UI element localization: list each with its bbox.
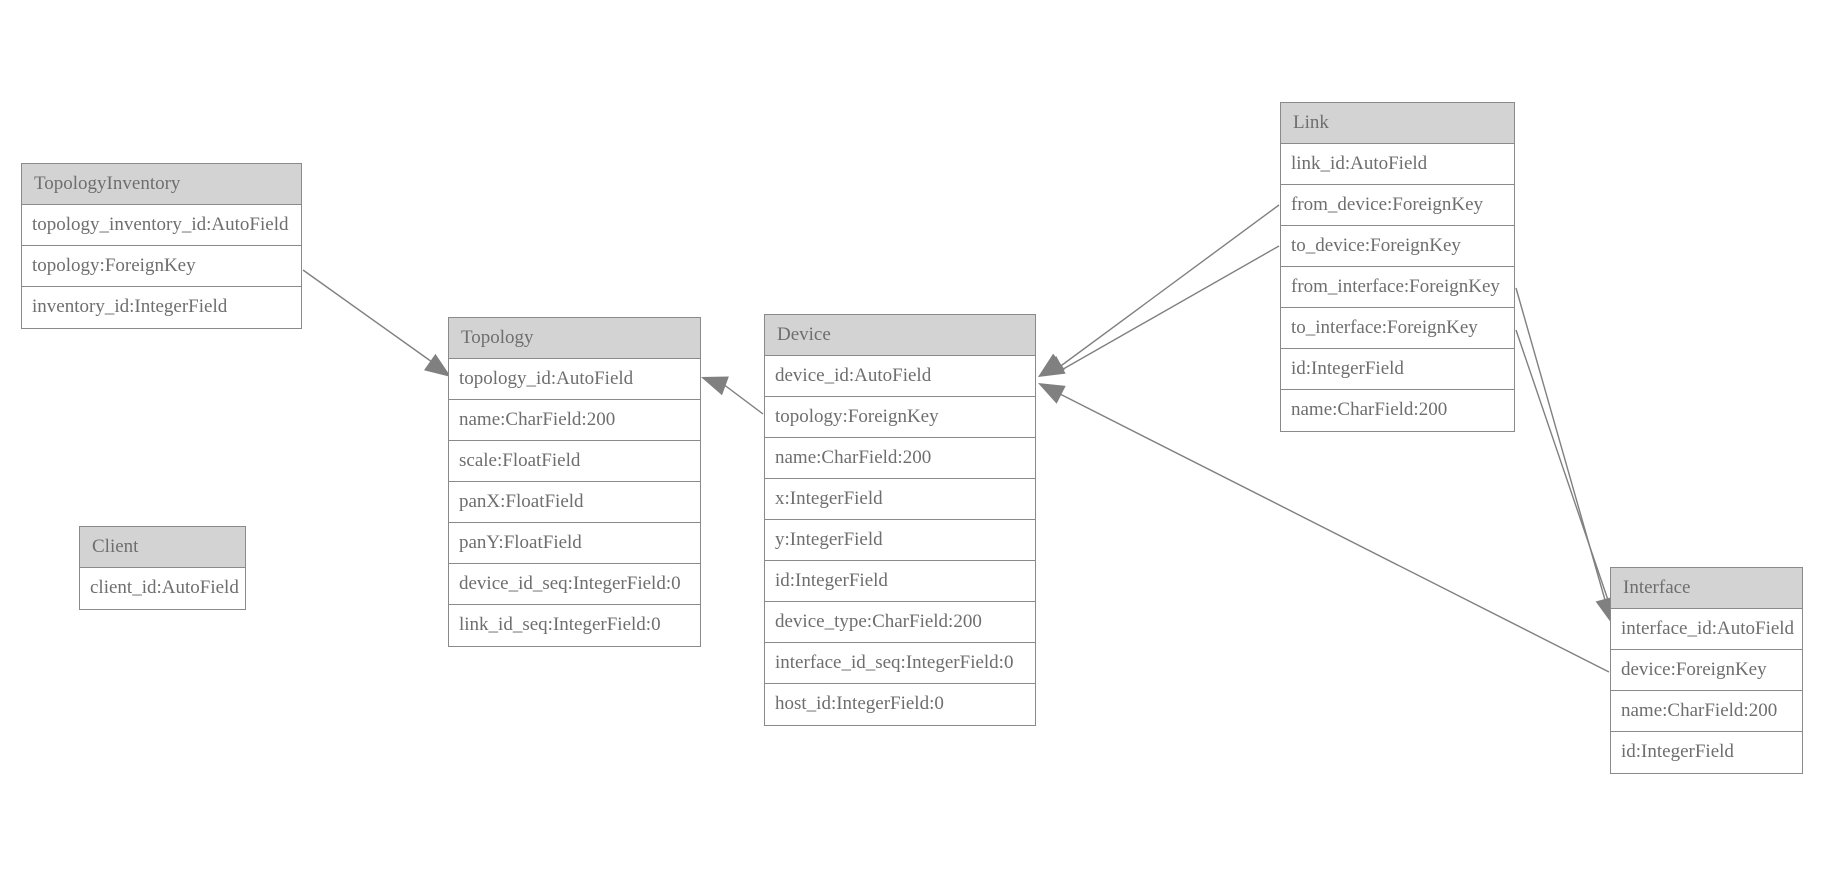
entity-field: host_id:IntegerField:0 (775, 693, 944, 714)
entity-field: link_id_seq:IntegerField:0 (459, 614, 661, 635)
relationship-arrowhead (1038, 353, 1065, 377)
entity-field: y:IntegerField (765, 520, 1035, 561)
entity-field: id:IntegerField (765, 561, 1035, 602)
relationship-line (718, 380, 764, 415)
entity-title-device: Device (765, 315, 1035, 356)
entity-field: from_interface:ForeignKey (1281, 267, 1514, 308)
entity-field: topology:ForeignKey (22, 246, 301, 287)
entity-field: name:CharField:200 (1611, 691, 1802, 732)
entity-field: topology_inventory_id:AutoField (22, 205, 301, 246)
relationship-line (1515, 329, 1610, 604)
entity-field: to_interface:ForeignKey (1281, 308, 1514, 349)
entity-field: inventory_id:IntegerField (32, 296, 228, 317)
entity-field: interface_id:AutoField (1611, 609, 1802, 650)
entity-field: link_id:AutoField (1281, 144, 1514, 185)
rel-link-from-device (1038, 204, 1280, 377)
entity-field: from_device:ForeignKey (1281, 185, 1514, 226)
relationship-arrowhead (1038, 355, 1066, 377)
entity-title-link: Link (1281, 103, 1514, 144)
entity-field: client_id:AutoField (90, 577, 239, 598)
relationship-arrowhead (1038, 383, 1066, 404)
entity-field: device_type:CharField:200 (765, 602, 1035, 643)
rel-device-topology (701, 376, 764, 415)
entity-title-interface: Interface (1611, 568, 1802, 609)
rel-topologyinventory-topology (302, 269, 451, 377)
entity-field: device:ForeignKey (1611, 650, 1802, 691)
entity-field: topology_id:AutoField (449, 359, 700, 400)
entity-fields-client: client_id:AutoField (80, 568, 245, 609)
entity-field: name:CharField:200 (1291, 399, 1448, 420)
entity-field: panX:FloatField (449, 482, 700, 523)
relationship-line (1059, 393, 1610, 673)
entity-field: scale:FloatField (449, 441, 700, 482)
entity-field: device_id:AutoField (765, 356, 1035, 397)
entity-field: x:IntegerField (765, 479, 1035, 520)
entity-client[interactable]: Client client_id:AutoField (79, 526, 246, 610)
entity-title-topology: Topology (449, 318, 700, 359)
entity-field: device_id_seq:IntegerField:0 (449, 564, 700, 605)
entity-title-topologyinventory: TopologyInventory (22, 164, 301, 205)
entity-field: interface_id_seq:IntegerField:0 (765, 643, 1035, 684)
relationship-arrowhead (701, 376, 729, 396)
rel-link-from-interface (1515, 287, 1615, 624)
entity-field: name:CharField:200 (765, 438, 1035, 479)
relationship-line (302, 269, 433, 363)
entity-field: id:IntegerField (1281, 349, 1514, 390)
entity-field: id:IntegerField (1621, 741, 1734, 762)
relationship-line (1515, 287, 1606, 601)
entity-field: topology:ForeignKey (765, 397, 1035, 438)
entity-title-client: Client (80, 527, 245, 568)
entity-field: panY:FloatField (449, 523, 700, 564)
relationship-line (1057, 204, 1280, 369)
entity-field: name:CharField:200 (449, 400, 700, 441)
rel-link-to-device (1038, 245, 1280, 377)
relationship-line (1057, 245, 1280, 373)
entity-field: to_device:ForeignKey (1281, 226, 1514, 267)
